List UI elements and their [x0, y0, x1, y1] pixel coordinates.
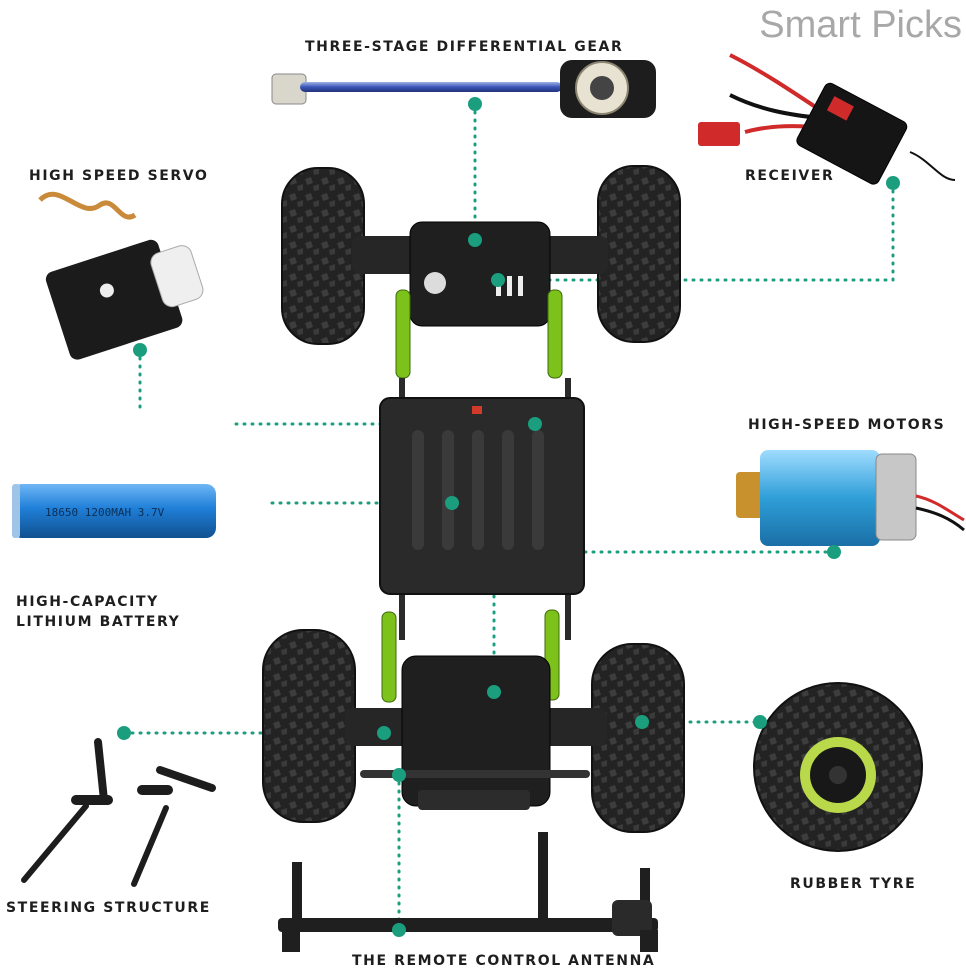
front-left-tyre — [281, 167, 365, 345]
dot-differential-axle — [468, 233, 482, 247]
label-tyre: RUBBER TYRE — [790, 876, 917, 892]
steering-structure-illustration — [21, 738, 216, 887]
receiver-illustration — [698, 53, 956, 185]
dot-tyre-chassis — [635, 715, 649, 729]
label-motors: HIGH-SPEED MOTORS — [748, 417, 946, 433]
rear-left-tyre — [262, 629, 356, 823]
dot-servo — [133, 343, 147, 357]
motor-illustration — [736, 450, 965, 546]
connector-dots — [117, 97, 900, 937]
battery-print: 18650 1200MAH 3.7V — [45, 506, 165, 519]
differential-gear-illustration — [271, 60, 656, 118]
label-steering: STEERING STRUCTURE — [6, 900, 211, 916]
dot-steering-chassis — [377, 726, 391, 740]
brand-watermark: Smart Picks — [759, 4, 962, 46]
antenna-illustration — [278, 832, 658, 952]
dot-steering — [117, 726, 131, 740]
label-battery-line1: HIGH-CAPACITY — [16, 594, 159, 610]
connector-motors — [492, 550, 836, 694]
dot-antenna — [392, 923, 406, 937]
front-right-tyre — [597, 165, 681, 343]
dot-motor — [827, 545, 841, 559]
dot-tyre — [753, 715, 767, 729]
label-battery-line2: LITHIUM BATTERY — [16, 614, 181, 630]
dot-motor-chassis — [487, 685, 501, 699]
label-servo: HIGH SPEED SERVO — [29, 168, 209, 184]
chassis-illustration — [262, 165, 685, 833]
dot-antenna-chassis — [392, 768, 406, 782]
lithium-battery-illustration: 18650 1200MAH 3.7V — [12, 484, 216, 538]
label-receiver: RECEIVER — [745, 168, 835, 184]
label-differential: THREE-STAGE DIFFERENTIAL GEAR — [305, 39, 624, 55]
dot-receiver — [886, 176, 900, 190]
dot-differential-top — [468, 97, 482, 111]
dot-battery-chassis — [445, 496, 459, 510]
dot-servo-chassis — [528, 417, 542, 431]
rubber-tyre-illustration — [753, 682, 923, 852]
servo-illustration — [38, 191, 204, 360]
dot-receiver-chassis — [491, 273, 505, 287]
label-antenna: THE REMOTE CONTROL ANTENNA — [352, 953, 656, 969]
